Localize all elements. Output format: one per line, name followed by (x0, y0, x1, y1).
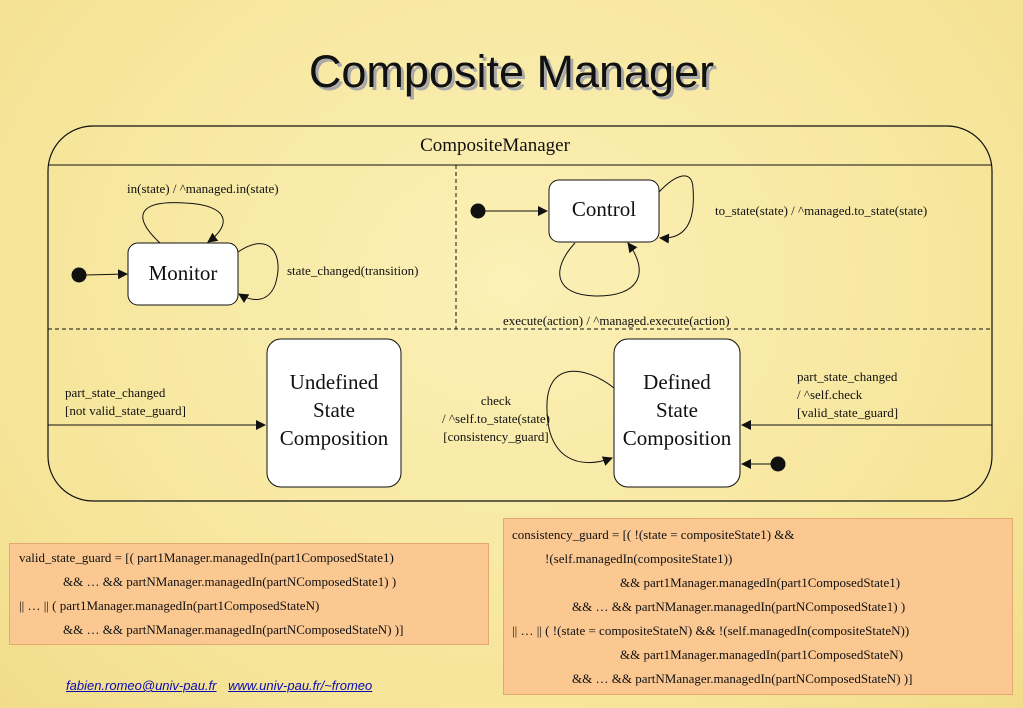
homepage-link[interactable]: www.univ-pau.fr/~fromeo (228, 678, 373, 693)
label-monitor-in: in(state) / ^managed.in(state) (127, 181, 279, 196)
guard-line: && … && partNManager.managedIn(partNComp… (572, 671, 913, 686)
guard-line: && part1Manager.managedIn(part1ComposedS… (620, 575, 901, 590)
guard-line: || … || ( !(state = compositeStateN) && … (512, 623, 910, 638)
composite-state-name: CompositeManager (420, 135, 570, 156)
state-undefined-label: Undefined State Composition (279, 370, 389, 450)
guard-line: || … || ( part1Manager.managedIn(part1Co… (19, 598, 320, 613)
guard-line: && … && partNManager.managedIn(partNComp… (63, 574, 397, 589)
state-defined-label: Defined State Composition (622, 370, 732, 450)
transition-control-execute (559, 242, 640, 297)
valid-state-guard-box: valid_state_guard = [( part1Manager.mana… (9, 543, 489, 645)
composite-state-border (47, 125, 993, 502)
guard-line: && part1Manager.managedIn(part1ComposedS… (620, 647, 904, 662)
state-monitor-label: Monitor (148, 261, 218, 285)
label-monitor-changed: state_changed(transition) (287, 263, 419, 278)
state-defined-composition (613, 338, 741, 488)
transition-monitor-changed (237, 243, 279, 303)
guard-line: && … && partNManager.managedIn(partNComp… (572, 599, 906, 614)
state-undefined-composition (266, 338, 402, 488)
initial-dot-monitor (71, 267, 87, 283)
label-control-to-state: to_state(state) / ^managed.to_state(stat… (715, 203, 928, 218)
guard-line: && … && partNManager.managedIn(partNComp… (63, 622, 404, 637)
slide-title: Composite Manager (308, 46, 715, 97)
consistency-guard-box: consistency_guard = [( !(state = composi… (503, 518, 1013, 695)
initial-dot-defined (770, 456, 786, 472)
guard-line: consistency_guard = [( !(state = composi… (512, 527, 795, 542)
transition-control-to-state (658, 175, 694, 244)
label-defined-entry: part_state_changed / ^self.check [valid_… (797, 369, 899, 420)
guard-line: valid_state_guard = [( part1Manager.mana… (19, 550, 394, 565)
initial-dot-control (470, 203, 486, 219)
guard-line: !(self.managedIn(compositeState1)) (545, 551, 733, 566)
state-monitor (127, 242, 239, 306)
transition-check (546, 370, 615, 466)
transition-monitor-in (142, 202, 224, 244)
email-link[interactable]: fabien.romeo@univ-pau.fr (66, 678, 217, 693)
footer: fabien.romeo@univ-pau.fr www.univ-pau.fr… (66, 678, 380, 693)
state-control (548, 179, 660, 243)
label-undefined-entry: part_state_changed [not valid_state_guar… (65, 385, 186, 418)
state-control-label: Control (571, 197, 637, 221)
label-control-execute: execute(action) / ^managed.execute(actio… (503, 313, 730, 328)
label-check: check / ^self.to_state(state) [consisten… (442, 393, 550, 444)
